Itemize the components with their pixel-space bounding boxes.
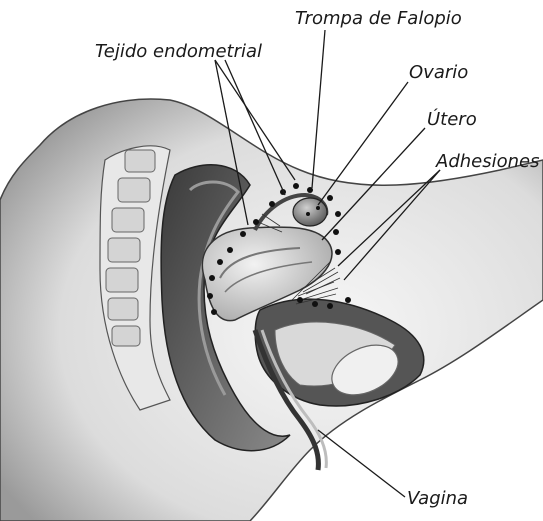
label-utero: Útero bbox=[427, 111, 477, 129]
label-tejido: Tejido endometrial bbox=[95, 43, 262, 61]
label-trompa: Trompa de Falopio bbox=[295, 10, 462, 28]
label-vagina: Vagina bbox=[407, 490, 468, 508]
label-adhesiones: Adhesiones bbox=[436, 153, 539, 171]
label-ovario: Ovario bbox=[409, 64, 468, 82]
ovary bbox=[293, 198, 327, 226]
